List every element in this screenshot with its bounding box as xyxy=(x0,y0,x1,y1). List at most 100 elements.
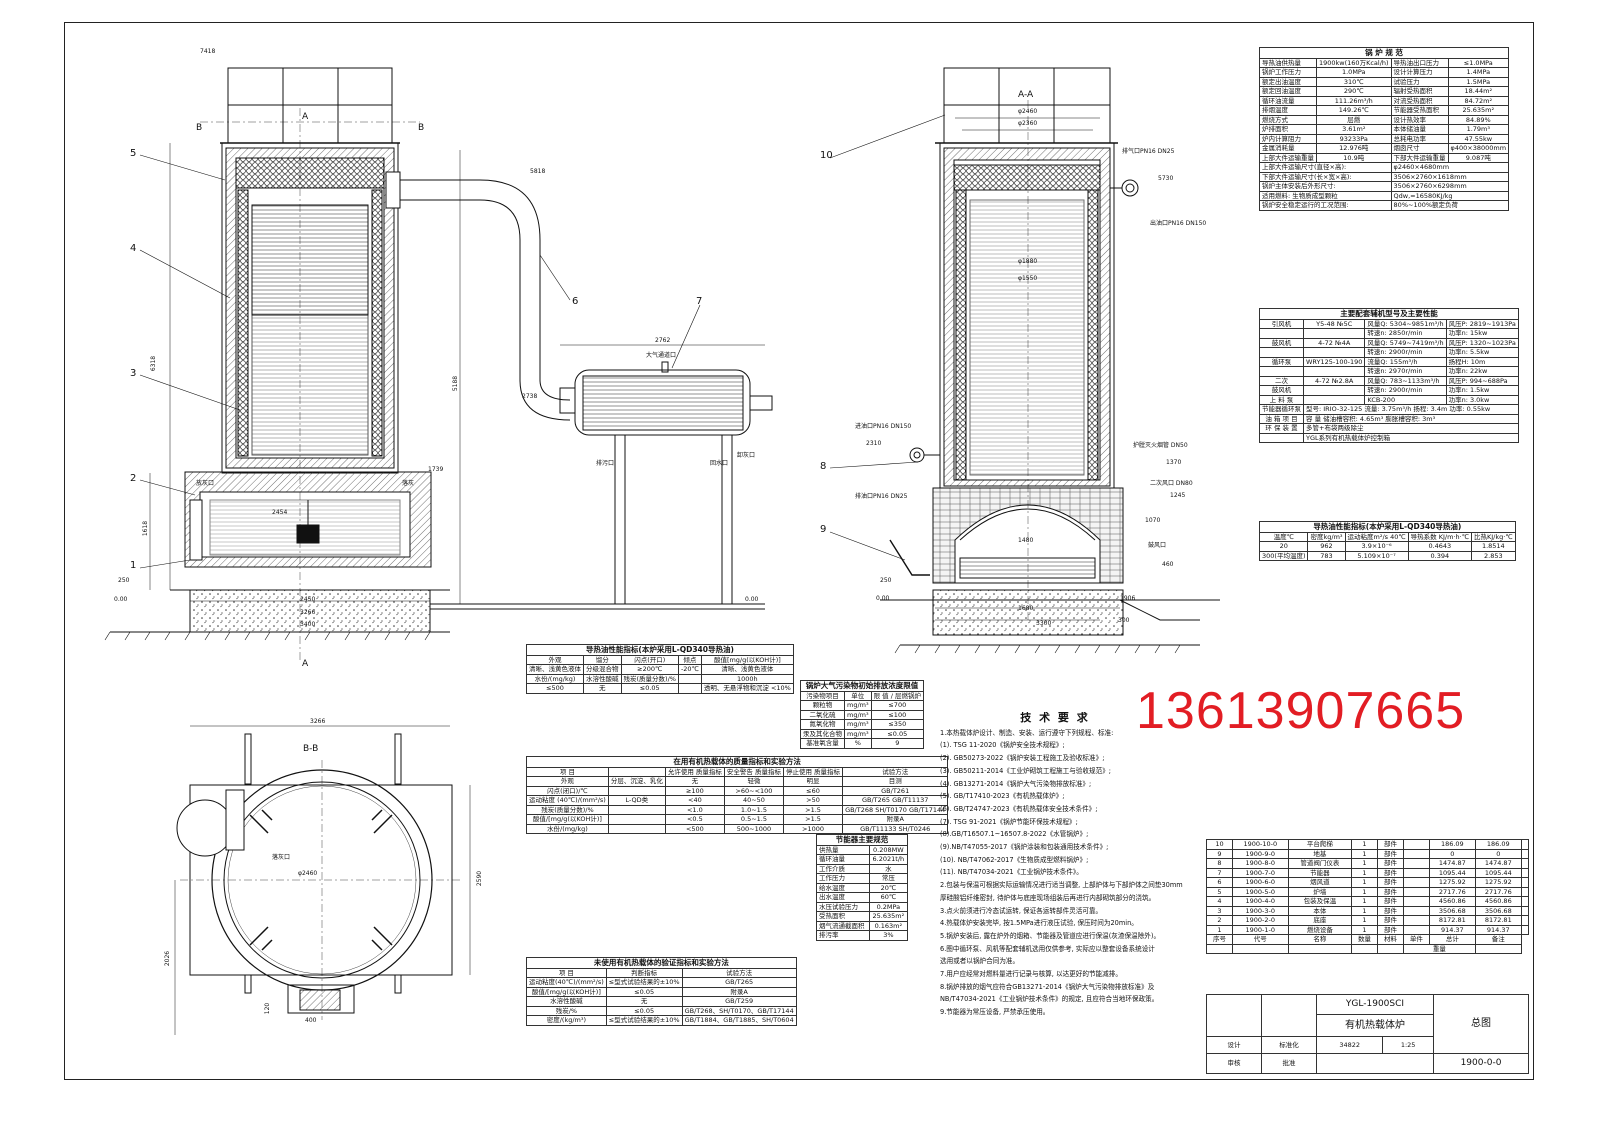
table-cell: 燃烧设备 xyxy=(1287,924,1353,935)
dim-5818: 5818 xyxy=(530,168,546,175)
table-cell: L-QD类 xyxy=(607,795,666,806)
header-cell: 停止使用 质量指标 xyxy=(782,766,844,777)
header-cell: 代号 xyxy=(1231,934,1289,945)
table-cell: 300(平均温度) xyxy=(1258,550,1309,561)
table-cell: 93233Pa xyxy=(1316,133,1392,144)
table-cell: 供热量 xyxy=(816,844,870,855)
table-cell xyxy=(1259,366,1304,377)
tech-line: 5.锅炉安装后, 露在炉外的烟箱、节能器及管道应进行保温(灰渣保温除外)。 xyxy=(940,931,1161,940)
drawing-code: 1900-0-0 xyxy=(1433,1052,1529,1075)
table-cell: 流量Q: 155m³/h xyxy=(1364,356,1447,367)
header-cell: 试验方法 xyxy=(842,766,949,777)
table-cell xyxy=(1402,877,1430,888)
table-cell: 1.4MPa xyxy=(1447,67,1510,78)
tech-line: (10). NB/T47062-2017《生物质成型燃料锅炉》; xyxy=(940,855,1089,864)
table-cell: 3 xyxy=(1206,905,1233,916)
level-zero-mid: 0.00 xyxy=(745,596,759,603)
table-cell: 部件 xyxy=(1376,915,1404,926)
table-cell: 25.635m² xyxy=(1447,105,1510,116)
tech-line: 7.用户应经常对燃料量进行记录与核算, 以达更好的节能减排。 xyxy=(940,970,1122,979)
table-cell: φ400×38000mm xyxy=(1447,143,1510,154)
table-cell: 功率n: 5.5kw xyxy=(1445,347,1519,358)
table-cell: 无 xyxy=(605,996,683,1007)
table-cell: 0 xyxy=(1474,848,1522,859)
header-cell: 备注 xyxy=(1474,934,1522,945)
table-cell: 1.79m³ xyxy=(1447,124,1510,135)
table-cell: -20℃ xyxy=(677,664,702,675)
table-cell: 鼓风机 xyxy=(1259,385,1304,396)
table-cell: 闪点(开口) xyxy=(620,654,679,665)
tech-line: 选用或者以锅炉合同为准。 xyxy=(940,957,1020,966)
table-cell: 工作介质 xyxy=(816,863,870,874)
table-cell xyxy=(1402,867,1430,878)
dim-1245: 1245 xyxy=(1170,492,1186,499)
table-cell: 下部大件运输重量 xyxy=(1390,152,1449,163)
table-cell xyxy=(1520,915,1530,926)
table-cell: ≤0.05 xyxy=(620,683,679,694)
header-cell: 限 值 / 层燃锅炉 xyxy=(870,690,925,701)
spec-wide-row: 锅炉安全稳定运行的工况范围:80%~100%额定负荷 xyxy=(1259,200,1510,211)
table-cell: 1900-1-0 xyxy=(1231,924,1289,935)
table-cell: 转速n: 2850r/min xyxy=(1364,328,1447,339)
dim-2310: 2310 xyxy=(866,440,882,447)
table-cell: 2 xyxy=(1206,915,1233,926)
table-cell: 0.394 xyxy=(1407,550,1473,561)
table-cell: 1 xyxy=(1351,867,1378,878)
table-cell: 962 xyxy=(1307,541,1346,552)
table-cell: ≤0.05 xyxy=(605,986,683,997)
callout-7: 7 xyxy=(696,296,703,307)
dim-1370: 1370 xyxy=(1166,459,1182,466)
header-cell: 名称 xyxy=(1287,934,1353,945)
header-cell: 导热系数 KJ/m·h·℃ xyxy=(1407,531,1473,542)
table-cell: 本体 xyxy=(1287,905,1353,916)
aux-extra-row: 油 箱 项 目容 量 储油槽容积: 4.65m³ 膨胀槽容积: 3m³ xyxy=(1259,413,1519,424)
label-out-oil: 出油口PN16 DN150 xyxy=(1150,220,1207,227)
callout-6: 6 xyxy=(572,296,579,307)
table-cell: 0.4643 xyxy=(1407,541,1473,552)
table-cell: 1 xyxy=(1351,905,1378,916)
econ-row: 工作压力常压 xyxy=(816,873,909,884)
table-cell: 1900-10-0 xyxy=(1231,839,1289,850)
table-cell: 783 xyxy=(1307,550,1346,561)
table-cell: 层燃 xyxy=(1316,114,1392,125)
tech-line: 6.图中循环泵、风机等配套辅机选用仅供参考, 实际应以整套设备系统设计 xyxy=(940,944,1155,953)
table-cell: GB/T261 xyxy=(842,785,949,796)
section-b-mark-left: B xyxy=(196,123,203,133)
phone-number: 13613907665 xyxy=(1136,682,1466,740)
table-cell: 颗粒物 xyxy=(800,700,845,711)
table-cell: 功率n: 22kw xyxy=(1445,366,1519,377)
label-blow: 鼓风口 xyxy=(1148,542,1167,549)
table-cell: 设计计算压力 xyxy=(1390,67,1449,78)
table-cell: 4 xyxy=(1206,896,1233,907)
table-cell: 4-72 №4A xyxy=(1302,337,1366,348)
header-cell: 项 目 xyxy=(526,766,609,777)
unused-title: 未使用有机热载体的验证指标和实验方法 xyxy=(526,957,797,969)
table-cell: 节能器循环泵 xyxy=(1259,404,1304,415)
dim-3300: 3300 xyxy=(1036,620,1052,627)
table-cell: 二次 xyxy=(1259,375,1304,386)
table-cell: 18.44m² xyxy=(1447,86,1510,97)
level-zero-left: 0.00 xyxy=(114,596,128,603)
table-cell: 透明、无悬浮物和沉淀 <10% xyxy=(700,683,794,694)
table-cell xyxy=(1520,886,1530,897)
table-cell: 1 xyxy=(1351,896,1378,907)
table-cell: 0 xyxy=(1428,848,1476,859)
table-cell: ≥200℃ xyxy=(620,664,679,675)
table-cell: 部件 xyxy=(1376,905,1404,916)
